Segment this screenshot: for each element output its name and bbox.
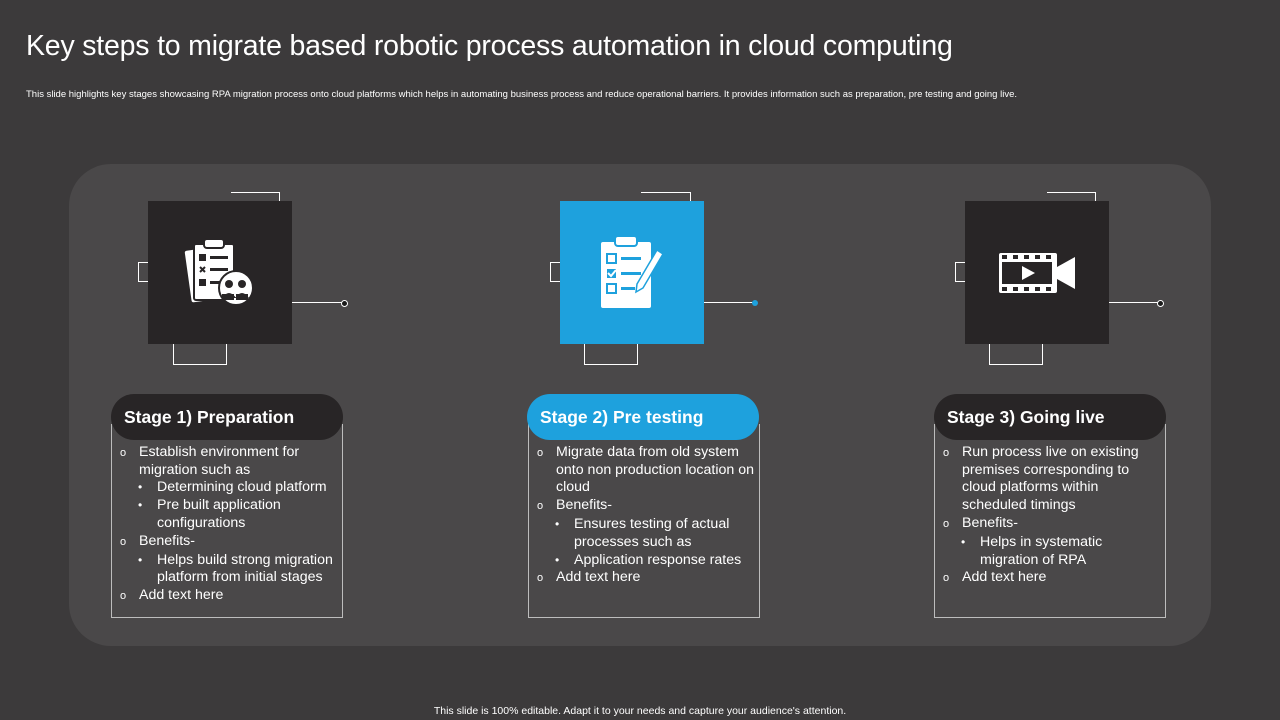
stage-1-label: Stage 1) Preparation: [111, 394, 343, 440]
slide-footer: This slide is 100% editable. Adapt it to…: [433, 705, 847, 717]
stage-2-icon-tile: [560, 201, 704, 344]
clipboard-checklist-icon: [597, 235, 667, 310]
stage-2-label: Stage 2) Pre testing: [527, 394, 759, 440]
sub-list-item: •Determining cloud platform: [138, 479, 327, 496]
slide-subtitle: This slide highlights key stages showcas…: [26, 89, 1017, 100]
sub-list-item: •Helps in systematic migration of RPA: [961, 533, 1103, 568]
checklist-meeting-icon: [184, 236, 256, 310]
stage-3-icon-tile: [965, 201, 1109, 344]
sub-list-item: •Ensures testing of actual processes suc…: [555, 516, 730, 550]
sub-list-item: •Helps build strong migration platform f…: [138, 551, 333, 586]
stage-3-label: Stage 3) Going live: [934, 394, 1166, 440]
sub-list-item: •Application response rates: [555, 551, 742, 568]
stage-1-icon-tile: [148, 201, 292, 344]
sub-list-item: •Pre built application configurations: [138, 497, 281, 531]
video-camera-icon: [997, 251, 1077, 295]
slide-title: Key steps to migrate based robotic proce…: [26, 30, 953, 62]
